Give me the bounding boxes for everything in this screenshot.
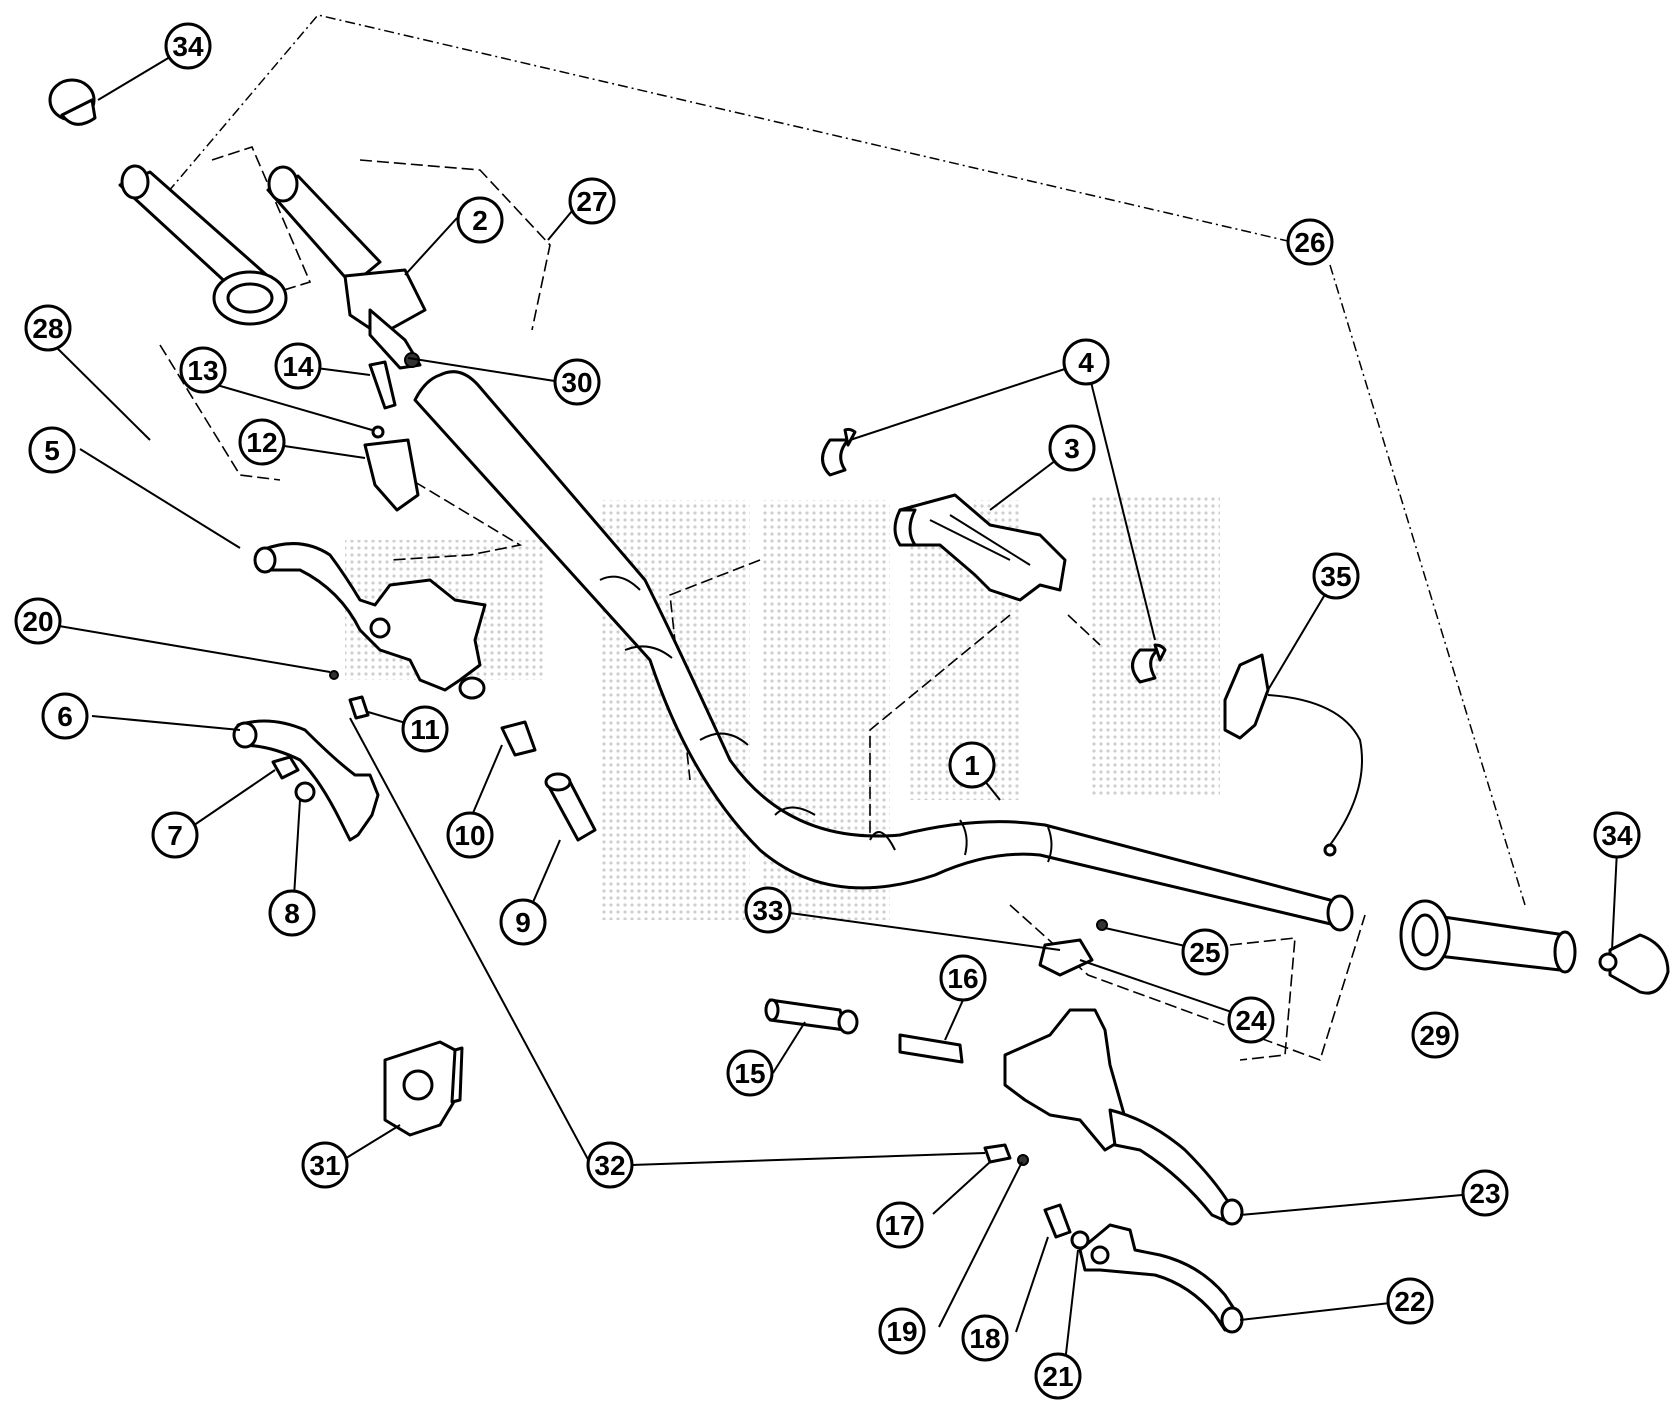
- callout-33: 33: [744, 886, 792, 934]
- svg-text:23: 23: [1469, 1178, 1500, 1209]
- callout-34-right: 34: [1593, 811, 1641, 859]
- left-lever: [232, 719, 380, 842]
- svg-text:7: 7: [167, 820, 183, 851]
- kill-switch: [1223, 653, 1363, 857]
- callout-14: 14: [274, 342, 322, 390]
- left-master-cylinder: [253, 542, 487, 700]
- right-master-cylinder: [1003, 919, 1244, 1226]
- callout-5: 5: [28, 426, 76, 474]
- svg-text:2: 2: [472, 205, 488, 236]
- svg-text:12: 12: [246, 427, 277, 458]
- callout-7: 7: [151, 811, 199, 859]
- assembly-brackets: [159, 14, 1526, 1062]
- callout-24: 24: [1227, 996, 1275, 1044]
- callout-19: 19: [878, 1307, 926, 1355]
- svg-text:15: 15: [734, 1058, 765, 1089]
- svg-text:13: 13: [187, 355, 218, 386]
- svg-text:1: 1: [964, 750, 980, 781]
- callout-31: 31: [301, 1141, 349, 1189]
- callout-15: 15: [726, 1049, 774, 1097]
- callout-16: 16: [939, 954, 987, 1002]
- right-small-parts: [764, 998, 1090, 1250]
- svg-text:30: 30: [561, 367, 592, 398]
- svg-text:18: 18: [969, 1323, 1000, 1354]
- svg-text:20: 20: [22, 606, 53, 637]
- callout-28: 28: [24, 304, 72, 352]
- callout-21: 21: [1034, 1352, 1082, 1400]
- svg-text:26: 26: [1294, 227, 1325, 258]
- callout-4: 4: [1062, 338, 1110, 386]
- callout-9: 9: [499, 898, 547, 946]
- callout-12: 12: [238, 418, 286, 466]
- svg-text:10: 10: [454, 820, 485, 851]
- svg-text:35: 35: [1320, 561, 1351, 592]
- svg-text:6: 6: [57, 701, 73, 732]
- callout-13: 13: [179, 346, 227, 394]
- clip-upper: [821, 427, 857, 477]
- callout-20: 20: [14, 597, 62, 645]
- callout-10: 10: [446, 811, 494, 859]
- top-clamp: [893, 493, 1067, 602]
- svg-text:33: 33: [752, 895, 783, 926]
- svg-text:21: 21: [1042, 1361, 1073, 1392]
- callout-27: 27: [568, 177, 616, 225]
- right-lever: [1078, 1223, 1244, 1334]
- handlebar: [413, 370, 1354, 932]
- callout-34-left: 34: [164, 22, 212, 70]
- left-grip: [118, 164, 288, 326]
- left-end-cap: [48, 78, 97, 126]
- svg-text:31: 31: [309, 1150, 340, 1181]
- clip-lower: [1131, 643, 1167, 684]
- callout-2: 2: [456, 196, 504, 244]
- svg-text:24: 24: [1235, 1005, 1267, 1036]
- callout-3: 3: [1048, 424, 1096, 472]
- callout-29: 29: [1411, 1011, 1459, 1059]
- svg-text:11: 11: [410, 714, 440, 745]
- callout-1: 1: [948, 741, 996, 789]
- callout-26: 26: [1286, 218, 1334, 266]
- right-end-cap: [1598, 933, 1670, 995]
- svg-text:32: 32: [594, 1150, 625, 1181]
- svg-text:4: 4: [1078, 347, 1094, 378]
- callout-25: 25: [1181, 928, 1229, 976]
- callout-8: 8: [268, 889, 316, 937]
- callout-17: 17: [876, 1201, 924, 1249]
- svg-text:19: 19: [886, 1316, 917, 1347]
- callout-35: 35: [1312, 552, 1360, 600]
- svg-text:34: 34: [172, 31, 204, 62]
- svg-text:28: 28: [32, 313, 63, 344]
- callout-11: 11: [401, 705, 449, 753]
- svg-text:34: 34: [1601, 820, 1633, 851]
- throttle-assembly: [266, 165, 427, 370]
- svg-text:17: 17: [884, 1210, 915, 1241]
- svg-text:16: 16: [947, 963, 978, 994]
- callout-30: 30: [553, 358, 601, 406]
- svg-text:27: 27: [576, 186, 607, 217]
- callout-23: 23: [1461, 1169, 1509, 1217]
- svg-text:22: 22: [1394, 1286, 1425, 1317]
- svg-text:5: 5: [44, 435, 60, 466]
- callout-18: 18: [961, 1314, 1009, 1362]
- svg-text:25: 25: [1189, 937, 1220, 968]
- mount-bracket: [383, 1040, 464, 1137]
- svg-text:9: 9: [515, 907, 531, 938]
- left-small-parts: [271, 360, 597, 842]
- svg-text:14: 14: [282, 351, 314, 382]
- callout-6: 6: [41, 692, 89, 740]
- svg-text:29: 29: [1419, 1020, 1450, 1051]
- svg-text:3: 3: [1064, 433, 1080, 464]
- svg-text:8: 8: [284, 898, 300, 929]
- right-grip: [1399, 899, 1577, 974]
- callout-32: 32: [586, 1141, 634, 1189]
- callout-22: 22: [1386, 1277, 1434, 1325]
